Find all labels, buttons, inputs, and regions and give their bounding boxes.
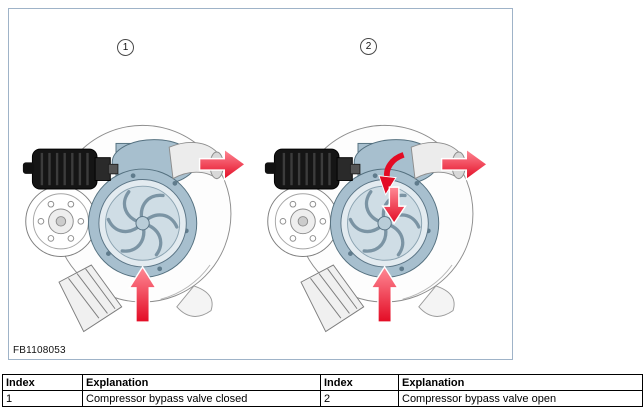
legend-table: Index Explanation Index Explanation 1 Co… bbox=[2, 374, 643, 407]
recirculation-down-arrow bbox=[381, 186, 407, 225]
legend-explanation-1: Compressor bypass valve closed bbox=[82, 390, 321, 407]
callout-badge-2: 2 bbox=[360, 38, 377, 55]
turbocharger-illustration bbox=[23, 125, 245, 331]
legend-row: 1 Compressor bypass valve closed 2 Compr… bbox=[2, 390, 643, 407]
legend-header-explanation-1: Explanation bbox=[82, 374, 321, 391]
callout-label: 1 bbox=[122, 42, 129, 53]
turbocharger-diagram-valve-closed bbox=[21, 63, 249, 335]
legend-header-index-1: Index bbox=[2, 374, 83, 391]
figure-code: FB1108053 bbox=[13, 345, 66, 356]
legend-header-explanation-2: Explanation bbox=[398, 374, 643, 391]
figure-frame: 1 2 FB1108053 bbox=[8, 8, 513, 360]
legend-index-2: 2 bbox=[320, 390, 399, 407]
legend-header-index-2: Index bbox=[320, 374, 399, 391]
bypass-curved-arrowhead bbox=[378, 175, 397, 196]
legend-index-1: 1 bbox=[2, 390, 83, 407]
turbocharger-illustration bbox=[265, 125, 487, 331]
legend-explanation-2: Compressor bypass valve open bbox=[398, 390, 643, 407]
callout-badge-1: 1 bbox=[117, 39, 134, 56]
callout-label: 2 bbox=[365, 41, 372, 52]
legend-header-row: Index Explanation Index Explanation bbox=[2, 374, 643, 391]
turbocharger-diagram-valve-open bbox=[263, 63, 491, 335]
bypass-flow-arrows bbox=[378, 152, 407, 225]
